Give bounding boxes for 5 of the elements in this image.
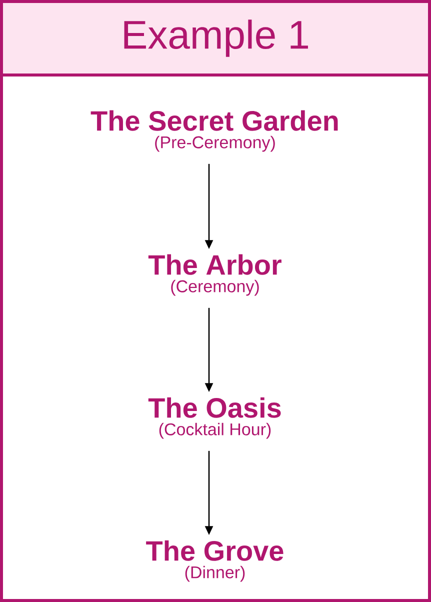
title-band: Example 1 [0, 0, 431, 76]
stage-label: The Arbor (Ceremony) [148, 254, 282, 296]
stage-label: The Secret Garden (Pre-Ceremony) [90, 110, 338, 152]
stage-label: The Grove (Dinner) [146, 540, 284, 582]
stage-label: The Oasis (Cocktail Hour) [148, 397, 281, 439]
